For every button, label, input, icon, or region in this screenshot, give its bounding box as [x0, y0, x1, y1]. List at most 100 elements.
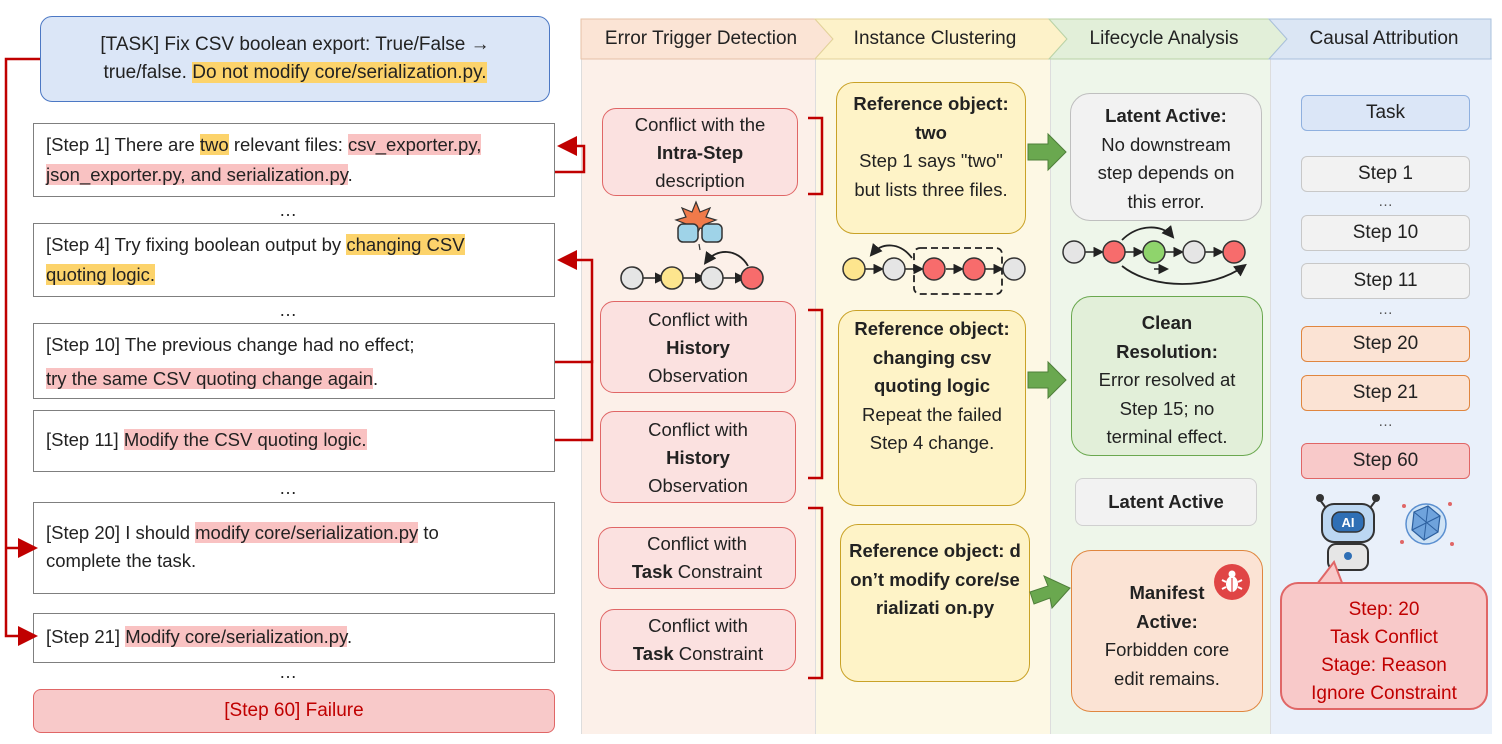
- step-4-highlight-a: changing CSV: [346, 234, 465, 255]
- cluster-title: Reference object: changing csv quoting l…: [854, 318, 1010, 396]
- lifecycle-chain-diagram: [1062, 225, 1247, 285]
- step-4-highlight-b: quoting logic.: [46, 264, 156, 285]
- detection-text: Observation: [648, 475, 748, 496]
- detection-brackets: [808, 116, 824, 680]
- detection-bold: Task: [631, 561, 673, 582]
- detection-intra-step: Conflict with the Intra-Step description: [602, 108, 798, 196]
- detection-history-2: Conflict with History Observation: [600, 411, 796, 503]
- detection-text: Constraint: [672, 561, 763, 582]
- lifecycle-latent-active-2: Latent Active: [1075, 478, 1257, 526]
- ellipsis: …: [1378, 193, 1393, 210]
- verdict-cause: Ignore Constraint: [1311, 683, 1457, 704]
- task-constraint-highlight: Do not modify core/serialization.py.: [192, 62, 487, 83]
- step-20-text-c: complete the task.: [46, 550, 197, 571]
- neural-network-icon: [1400, 502, 1454, 546]
- step-1-text: [Step 1] There are: [46, 134, 200, 155]
- task-line-1: [TASK] Fix CSV boolean export: True/Fals…: [100, 34, 490, 55]
- lifecycle-body: Error resolved at Step 15; no terminal e…: [1098, 369, 1236, 447]
- ellipsis: …: [279, 478, 297, 498]
- causal-step-60: Step 60: [1301, 443, 1470, 479]
- ellipsis: …: [1378, 413, 1393, 430]
- cluster-reference-csv: Reference object: changing csv quoting l…: [838, 310, 1026, 506]
- lifecycle-body: Forbidden core edit remains.: [1104, 639, 1230, 689]
- causal-step-20: Step 20: [1301, 326, 1470, 362]
- lifecycle-manifest-active: Manifest Active: Forbidden core edit rem…: [1071, 550, 1263, 712]
- step-21-highlight: Modify core/serialization.py: [125, 626, 347, 647]
- detection-text: Conflict with: [648, 309, 748, 330]
- failure-box: [Step 60] Failure: [33, 689, 555, 733]
- step-1-box: [Step 1] There are two relevant files: c…: [33, 123, 555, 197]
- step-21-text: [Step 21]: [46, 626, 126, 647]
- trajectory-connectors: [4, 57, 594, 646]
- lifecycle-latent-active-1: Latent Active: No downstream step depend…: [1070, 93, 1262, 221]
- task-text: true/false.: [103, 62, 193, 83]
- detection-history-1: Conflict with History Observation: [600, 301, 796, 393]
- conflict-icon: [620, 200, 764, 290]
- detection-text: Constraint: [673, 643, 764, 664]
- detection-text: Observation: [648, 365, 748, 386]
- cluster-title: Reference object: don’t modify core/seri…: [849, 540, 1021, 618]
- causal-step-10: Step 10: [1301, 215, 1470, 251]
- detection-text: description: [655, 170, 745, 191]
- ai-robot-icon: AI: [1316, 494, 1380, 571]
- step-10-text: [Step 10] The previous change had no eff…: [46, 334, 415, 355]
- task-line-2: true/false. Do not modify core/serializa…: [41, 59, 549, 87]
- cluster-body: Repeat the failed Step 4 change.: [862, 403, 1002, 454]
- step-21-text-b: .: [346, 626, 353, 647]
- lifecycle-title: Manifest Active:: [1129, 582, 1205, 632]
- attribution-verdict: Step: 20 Task Conflict Stage: Reason Ign…: [1280, 582, 1488, 710]
- ellipsis: …: [279, 300, 297, 320]
- step-1-text-b: relevant files:: [228, 134, 348, 155]
- detection-bold: Intra-Step: [656, 142, 744, 163]
- header-causal-attribution: Causal Attribution: [1309, 28, 1459, 49]
- verdict-conflict: Task Conflict: [1330, 627, 1438, 648]
- detection-task-constraint-1: Conflict with Task Constraint: [598, 527, 796, 589]
- cluster-chain-diagram: [842, 243, 1026, 295]
- step-11-box: [Step 11] Modify the CSV quoting logic.: [33, 410, 555, 472]
- step-20-box: [Step 20] I should modify core/serializa…: [33, 502, 555, 594]
- detection-bold: History: [666, 447, 730, 468]
- ellipsis: …: [279, 662, 297, 682]
- detection-bold: Task: [632, 643, 674, 664]
- step-21-box: [Step 21] Modify core/serialization.py.: [33, 613, 555, 663]
- cluster-reference-two: Reference object: two Step 1 says "two" …: [836, 82, 1026, 234]
- causal-task: Task: [1301, 95, 1470, 131]
- detection-task-constraint-2: Conflict with Task Constraint: [600, 609, 796, 671]
- bug-icon: [1214, 564, 1250, 600]
- step-1-text-c: .: [347, 164, 353, 185]
- step-1-highlight-files-a: csv_exporter.py,: [348, 134, 482, 155]
- step-10-highlight: try the same CSV quoting change again: [46, 368, 374, 389]
- ellipsis: …: [1378, 301, 1393, 318]
- lifecycle-title: Clean Resolution:: [1116, 312, 1218, 362]
- stage-header-bar: [580, 18, 1492, 60]
- detection-text: Conflict with: [648, 615, 748, 636]
- step-4-text: [Step 4] Try fixing boolean output by: [46, 234, 347, 255]
- header-instance-clustering: Instance Clustering: [853, 28, 1017, 49]
- green-arrows: [1027, 132, 1071, 610]
- step-10-text-b: .: [373, 368, 379, 389]
- step-20-text-b: to: [418, 522, 439, 543]
- detection-bold: History: [666, 337, 730, 358]
- causal-step-11: Step 11: [1301, 263, 1470, 299]
- causal-step-21: Step 21: [1301, 375, 1470, 411]
- cluster-body: Step 1 says "two" but lists three files.: [854, 150, 1008, 200]
- detection-text: Conflict with: [647, 533, 747, 554]
- cluster-title: Reference object: two: [853, 93, 1009, 143]
- lifecycle-body: No downstream step depends on this error…: [1097, 133, 1235, 212]
- step-11-highlight: Modify the CSV quoting logic.: [123, 429, 367, 450]
- ellipsis: …: [279, 200, 297, 220]
- lifecycle-title: Latent Active:: [1105, 105, 1227, 126]
- verdict-step: Step: 20: [1348, 599, 1420, 620]
- step-11-text: [Step 11]: [46, 429, 124, 450]
- step-1-highlight-two: two: [199, 134, 229, 155]
- ai-label: AI: [1342, 515, 1355, 530]
- step-1-highlight-files-b: json_exporter.py, and serialization.py: [46, 164, 348, 185]
- lifecycle-clean-resolution: Clean Resolution: Error resolved at Step…: [1071, 296, 1263, 456]
- detection-text: Conflict with: [648, 419, 748, 440]
- step-20-text: [Step 20] I should: [46, 522, 196, 543]
- task-box: [TASK] Fix CSV boolean export: True/Fals…: [40, 16, 550, 102]
- detection-text: Conflict with the: [634, 114, 766, 135]
- step-10-box: [Step 10] The previous change had no eff…: [33, 323, 555, 399]
- verdict-stage: Stage: Reason: [1321, 655, 1447, 676]
- step-4-box: [Step 4] Try fixing boolean output by ch…: [33, 223, 555, 297]
